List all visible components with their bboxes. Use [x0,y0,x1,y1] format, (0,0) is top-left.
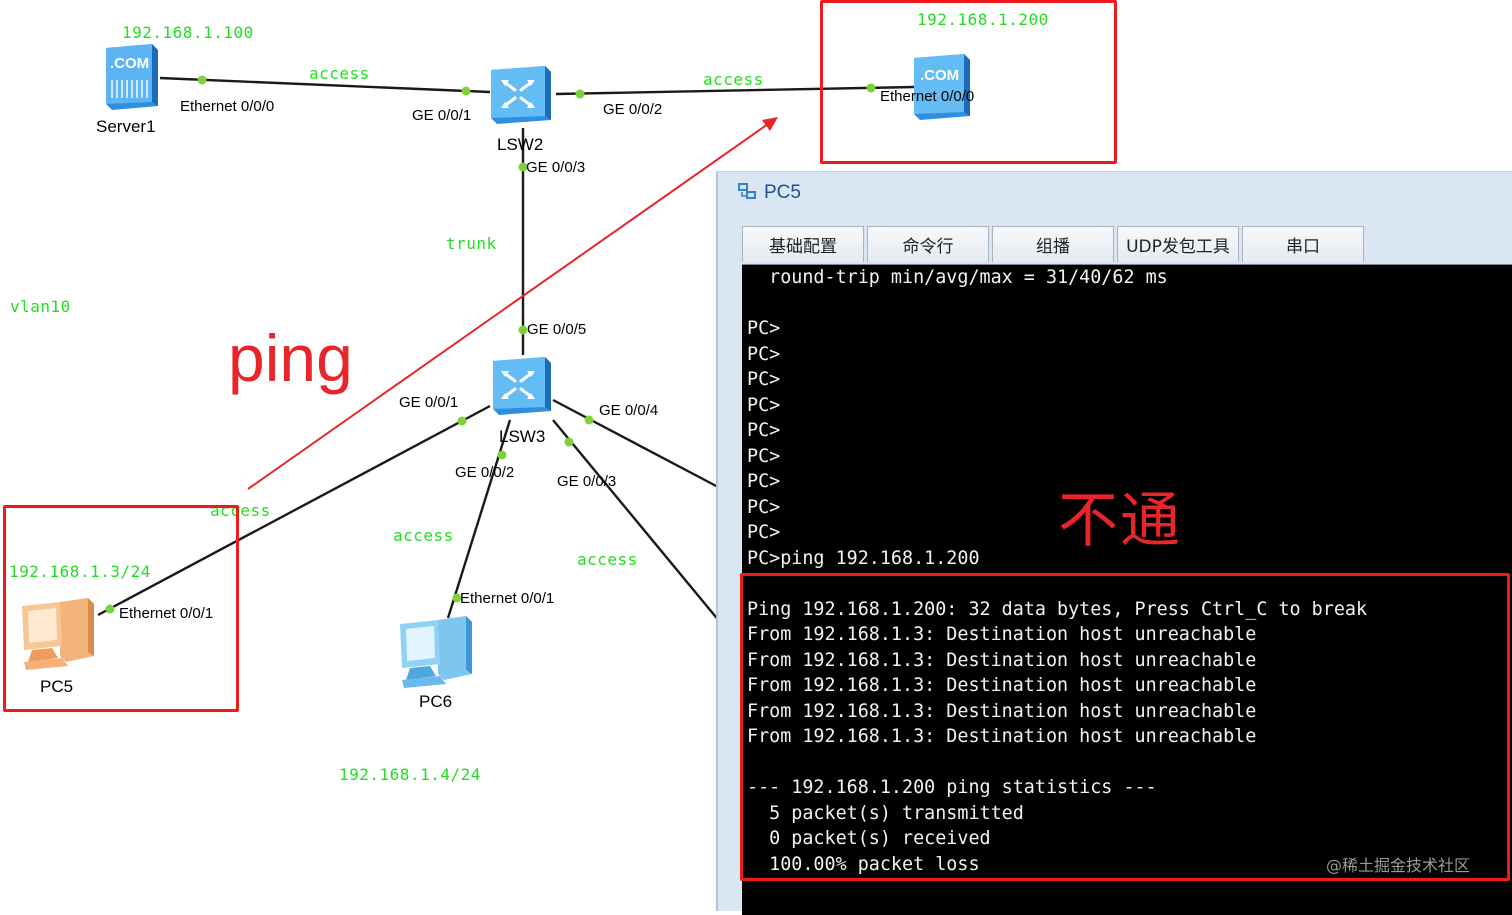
server1-ip: 192.168.1.100 [122,23,254,42]
terminal-line: PC> [747,343,781,365]
terminal-line: PC> [747,522,781,543]
watermark: @稀土掘金技术社区 [1326,856,1471,875]
terminal-line: PC>ping 192.168.1.200 [747,547,980,569]
link-server1-lsw2 [159,76,491,94]
terminal-line: PC> [747,471,781,492]
pc5-computer-icon[interactable] [18,596,100,670]
port-dot [197,75,207,85]
pc6-ip: 192.168.1.4/24 [339,765,481,784]
lsw2-port-g2: GE 0/0/2 [603,101,663,118]
lsw2-switch-icon[interactable] [487,62,555,126]
ping-arrow [247,123,769,490]
remote-server-ip: 192.168.1.200 [917,10,1049,29]
trunk-label: trunk [446,234,497,253]
svg-text:.COM: .COM [110,55,149,72]
port-dot [564,437,574,447]
ping-result-highlight-box [740,573,1510,881]
server1-link-label: access [309,64,370,83]
server1-port: Ethernet 0/0/0 [180,98,275,115]
terminal-line: --- 192.168.1.200 ping statistics --- [747,777,1157,798]
tab-multicast[interactable]: 组播 [992,226,1114,262]
terminal-line: Ping 192.168.1.200: 32 data bytes, Press… [747,598,1368,620]
lsw2-name: LSW2 [497,135,544,154]
tab-basic-config[interactable]: 基础配置 [742,226,864,262]
pc5-window[interactable]: PC5 基础配置 命令行 组播 UDP发包工具 串口 round-trip mi… [716,171,1512,915]
tab-command-line[interactable]: 命令行 [867,226,989,262]
remote-server-port: Ethernet 0/0/0 [880,88,975,105]
pc5-highlight-box [3,505,239,712]
port-dot [518,325,528,335]
port-dot [584,415,594,425]
unreachable-annotation: 不通 [1058,486,1182,556]
terminal-line: From 192.168.1.3: Destination host unrea… [747,649,1257,671]
lsw3-name: LSW3 [499,427,546,446]
port-dot [866,83,876,93]
terminal-line: From 192.168.1.3: Destination host unrea… [747,726,1257,747]
remote-link-label: access [703,70,764,89]
terminal-line: round-trip min/avg/max = 31/40/62 ms [747,267,1168,288]
terminal-line: 5 packet(s) transmitted [747,802,1024,824]
port-dot [461,86,471,96]
remote-server-highlight-box [820,0,1117,164]
pc5-ip: 192.168.1.3/24 [9,562,151,581]
link-lsw3-pc6 [446,419,512,619]
svg-text:.COM: .COM [920,67,959,84]
pc5-port: Ethernet 0/0/1 [119,605,214,622]
terminal-line: From 192.168.1.3: Destination host unrea… [747,624,1257,645]
lsw3-port-g4: GE 0/0/4 [599,402,659,419]
port-dot [518,162,528,172]
server1-name: Server1 [96,117,156,136]
tab-bar: 基础配置 命令行 组播 UDP发包工具 串口 [742,226,1364,262]
lsw2-port-g1: GE 0/0/1 [412,107,472,124]
port-dot [497,450,507,460]
lsw3-port-g1: GE 0/0/1 [399,394,459,411]
pc-window-icon [736,180,758,206]
link-lsw3-g3 [552,419,721,623]
lsw3-port-g2: GE 0/0/2 [455,464,515,481]
pc5-name: PC5 [40,677,74,696]
lsw2-port-g3: GE 0/0/3 [526,159,586,176]
terminal-line: From 192.168.1.3: Destination host unrea… [747,675,1257,696]
port-dot [105,604,115,614]
terminal-line: PC> [747,394,781,416]
lsw3-g3-link-label: access [577,550,638,569]
pc6-name: PC6 [419,692,453,711]
terminal-line: From 192.168.1.3: Destination host unrea… [747,700,1257,722]
remote-server-icon[interactable]: .COM [910,50,972,120]
pc6-link-label: access [393,526,454,545]
lsw3-port-g5: GE 0/0/5 [527,321,587,338]
vlan-label: vlan10 [10,297,71,316]
tab-serial[interactable]: 串口 [1242,226,1364,262]
terminal-output[interactable]: round-trip min/avg/max = 31/40/62 ms PC> P… [742,264,1512,915]
lsw3-port-g3: GE 0/0/3 [557,473,617,490]
window-title: PC5 [764,182,801,203]
port-dot [452,593,462,603]
lsw3-switch-icon[interactable] [489,353,555,417]
link-lsw3-g4 [552,398,721,490]
link-lsw3-pc5 [97,404,491,617]
tab-udp-tool[interactable]: UDP发包工具 [1117,226,1239,262]
ping-annotation: ping [228,321,353,395]
pc6-port: Ethernet 0/0/1 [460,590,555,607]
ping-arrow-head [762,117,778,131]
terminal-line: PC> [747,369,781,390]
terminal-line: 100.00% packet loss [747,853,980,875]
port-dot [457,416,467,426]
terminal-line: PC> [747,445,781,467]
server1-icon[interactable]: .COM [98,40,160,112]
window-titlebar[interactable]: PC5 [736,180,801,206]
link-lsw2-remote [555,85,916,96]
port-dot [575,89,585,99]
terminal-line: PC> [747,496,781,518]
terminal-line: 0 packet(s) received [747,828,991,849]
terminal-line: PC> [747,318,781,339]
terminal-line: PC> [747,420,781,441]
pc6-computer-icon[interactable] [396,614,478,688]
